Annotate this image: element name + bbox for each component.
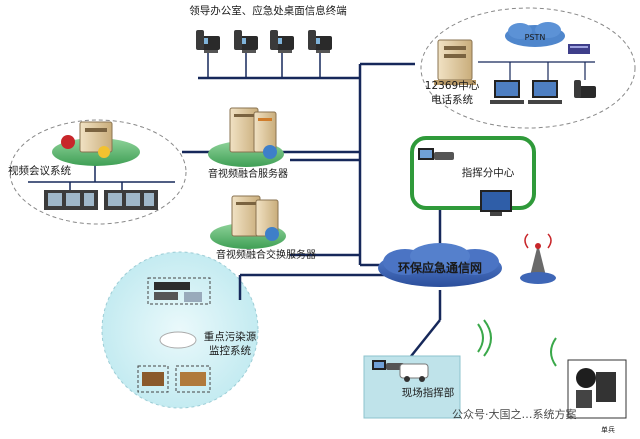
backbone-lines	[182, 62, 442, 361]
soldier-terminal-icon	[567, 359, 627, 419]
desk-phone-icon	[270, 30, 294, 53]
desk-phone-icon	[196, 30, 220, 53]
desk-phone-icon	[234, 30, 258, 53]
wireless-signal-icon	[477, 319, 557, 367]
pollution-cloud-icon	[159, 331, 197, 349]
pollution-monitor-group	[101, 251, 259, 409]
av-fusion-server-label: 音视频融合服务器	[208, 167, 288, 180]
site-photo-icon	[137, 365, 169, 393]
env-network-cloud-icon	[378, 243, 502, 287]
pbx-device-icon	[568, 44, 590, 54]
top-terminals-label: 领导办公室、应急处桌面信息终端	[189, 4, 347, 17]
env-network-label: 环保应急通信网	[398, 260, 482, 275]
video-conf-group	[9, 119, 187, 225]
monitoring-rack-icon	[147, 277, 211, 305]
call-center-label-2: 电话系统	[431, 93, 473, 106]
agent-workstation-icon	[490, 80, 524, 104]
call-center-group	[420, 7, 636, 129]
av-exchange-server-label: 音视频融合交换服务器	[216, 248, 316, 261]
desk-phone-icon	[574, 80, 596, 98]
vehicle-icon	[399, 363, 429, 382]
av-fusion-server-icon	[208, 107, 284, 167]
command-console-icon	[418, 148, 454, 160]
pollution-label-2: 监控系统	[209, 344, 251, 357]
av-exchange-server-icon	[210, 195, 286, 249]
call-center-links	[478, 61, 595, 80]
monitor-icon	[480, 190, 512, 216]
terminal-drops	[207, 50, 321, 78]
pstn-label: PSTN	[525, 33, 546, 42]
video-conf-label: 视频会议系统	[8, 164, 71, 177]
call-center-server-icon	[434, 39, 476, 85]
watermark-text: 公众号·大国之…系统方案	[452, 407, 577, 421]
agent-workstation-icon	[528, 80, 562, 104]
cell-tower-icon	[520, 233, 556, 284]
pstn-cloud-icon	[505, 22, 565, 47]
call-center-label-1: 12369中心	[425, 79, 480, 92]
sub-command-label: 指挥分中心	[462, 166, 515, 179]
field-command-label: 现场指挥部	[402, 386, 455, 399]
video-terminal-icon	[104, 190, 158, 210]
soldier-caption: 单兵	[601, 425, 615, 434]
video-terminal-icon	[44, 190, 98, 210]
site-photo-icon	[175, 365, 211, 393]
video-conf-server-icon	[52, 121, 140, 166]
pollution-label-1: 重点污染源	[204, 330, 257, 343]
desk-phone-icon	[308, 30, 332, 53]
